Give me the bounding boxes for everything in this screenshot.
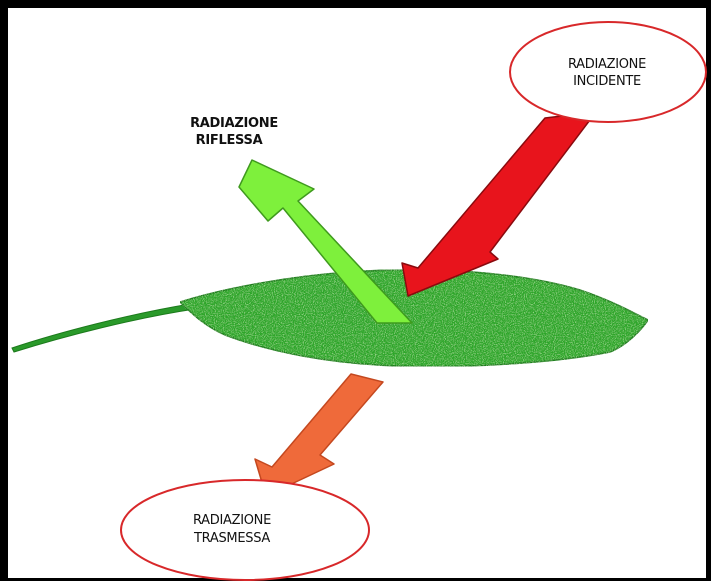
transmitted-arrow xyxy=(255,374,383,496)
transmitted-label-line2: TRASMESSA xyxy=(193,531,270,546)
transmitted-ellipse xyxy=(121,480,369,580)
transmitted-label-group: RADIAZIONE TRASMESSA xyxy=(121,480,369,580)
incident-label-line2: INCIDENTE xyxy=(573,74,641,89)
leaf-stem xyxy=(12,304,195,352)
reflected-label-group: RADIAZIONE RIFLESSA xyxy=(190,116,278,148)
incident-arrow xyxy=(402,112,596,296)
reflected-label-line1: RADIAZIONE xyxy=(190,116,278,131)
incident-label-group: RADIAZIONE INCIDENTE xyxy=(510,22,706,122)
reflected-label-line2: RIFLESSA xyxy=(196,133,263,148)
incident-ellipse xyxy=(510,22,706,122)
incident-label-line1: RADIAZIONE xyxy=(568,57,646,72)
transmitted-label-line1: RADIAZIONE xyxy=(193,513,271,528)
